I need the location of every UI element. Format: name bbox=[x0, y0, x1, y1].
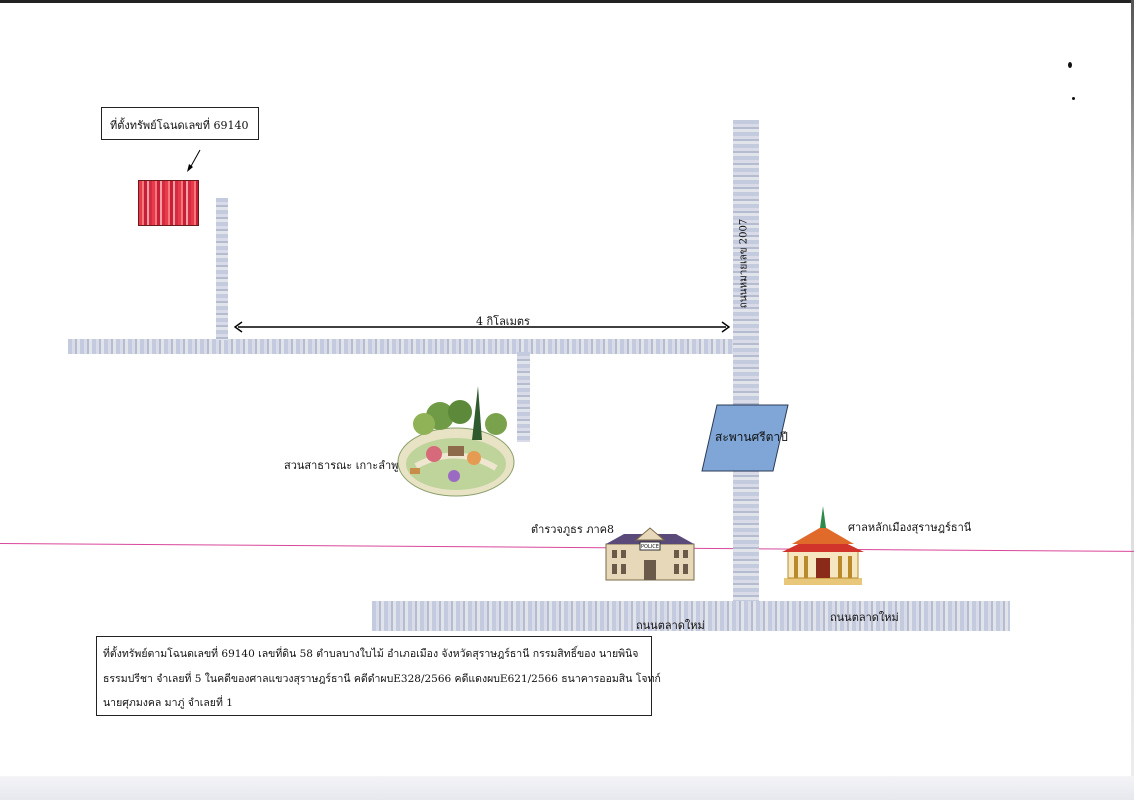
park-label: สวนสาธารณะ เกาะลำพู bbox=[284, 459, 399, 472]
scan-speck bbox=[1068, 62, 1072, 68]
park-icon bbox=[397, 386, 515, 497]
scan-stray-line bbox=[0, 543, 1134, 552]
bridge-label: สะพานศรีตาปี bbox=[715, 430, 788, 444]
scan-border-top bbox=[0, 0, 1134, 3]
bridge-shape bbox=[701, 404, 789, 472]
scan-border-right bbox=[1131, 0, 1134, 800]
scan-border-bottom bbox=[0, 776, 1134, 800]
distance-label: 4 กิโลเมตร bbox=[476, 315, 530, 328]
talat-mai-road bbox=[372, 601, 1010, 631]
city-shrine-icon bbox=[782, 506, 864, 585]
property-label: ที่ตั้งทรัพย์โฉนดเลขที่ 69140 bbox=[110, 119, 249, 132]
main-road-horizontal bbox=[68, 339, 734, 354]
police-station-icon bbox=[605, 527, 695, 581]
description-line-2: ธรรมปรีชา จำเลยที่ 5 ในคดีของศาลแขวงสุรา… bbox=[103, 673, 661, 685]
description-line-3: นายศุภมงคล มาภู่ จำเลยที่ 1 bbox=[103, 697, 233, 709]
highway-label: ถนนหมายเลข 2007 bbox=[738, 218, 750, 309]
side-road-to-property bbox=[216, 198, 228, 340]
pointer-arrow-icon bbox=[187, 149, 201, 172]
police-label: ตำรวจภูธร ภาค8 bbox=[531, 523, 615, 536]
side-road-to-park bbox=[517, 352, 530, 442]
highway-2007 bbox=[733, 120, 759, 602]
talat-mai-road-label-1: ถนนตลาดใหม่ bbox=[636, 619, 705, 632]
distance-arrow-icon bbox=[233, 321, 731, 333]
description-line-1: ที่ตั้งทรัพย์ตามโฉนดเลขที่ 69140 เลขที่ด… bbox=[103, 648, 639, 660]
talat-mai-road-label-2: ถนนตลาดใหม่ bbox=[830, 611, 899, 624]
property-label-box: ที่ตั้งทรัพย์โฉนดเลขที่ 69140 bbox=[101, 107, 259, 140]
shrine-label: ศาลหลักเมืองสุราษฎร์ธานี bbox=[848, 521, 972, 534]
scan-speck bbox=[1072, 97, 1075, 100]
property-description-box: ที่ตั้งทรัพย์ตามโฉนดเลขที่ 69140 เลขที่ด… bbox=[96, 636, 661, 716]
police-sign-text: POLICE bbox=[641, 544, 659, 550]
property-parcel bbox=[138, 180, 199, 226]
